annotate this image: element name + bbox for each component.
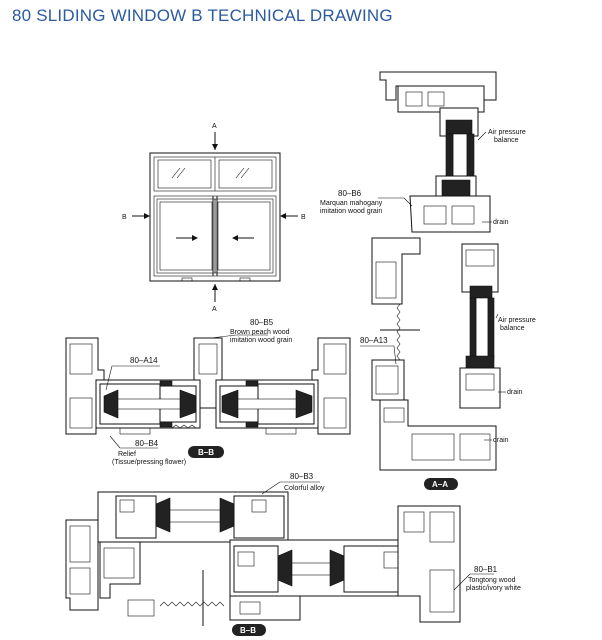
section-aa: Air pressure balance 80–B6 Marquan mahog… — [320, 71, 536, 490]
section-tag-aa: A–A — [432, 480, 448, 489]
label-80-b6-desc-2: imitation wood grain — [320, 208, 382, 215]
section-tag-bb-lower: B–B — [240, 626, 256, 635]
section-bb-lower: 80–B3 Colorful alloy 80–B1 Tongtong wood… — [65, 472, 521, 636]
label-80-b1-code: 80–B1 — [474, 565, 498, 574]
label-80-b6-desc: Marquan mahogany — [320, 200, 383, 207]
label-80-b1-desc-2: plastic/ivory white — [466, 585, 521, 592]
section-marker-b-left: B — [122, 214, 127, 221]
section-tag-bb-upper: B–B — [198, 448, 214, 457]
section-marker-a-bottom: A — [212, 306, 217, 313]
label-80-b5-desc: Brown peach wood — [230, 329, 290, 336]
label-air-pressure-2-b: balance — [500, 325, 525, 332]
label-80-a14-code: 80–A14 — [130, 356, 158, 365]
section-bb-upper: 80–B5 Brown peach wood imitation wood gr… — [65, 318, 351, 466]
label-drain-3: drain — [493, 437, 509, 444]
label-80-b3-code: 80–B3 — [290, 472, 314, 481]
label-80-b5-desc-2: imitation wood grain — [230, 337, 292, 344]
label-80-b6-code: 80–B6 — [338, 189, 362, 198]
label-drain-2: drain — [507, 389, 523, 396]
label-air-pressure-2: Air pressure — [498, 317, 536, 324]
section-marker-b-right: B — [301, 214, 306, 221]
page-title: 80 SLIDING WINDOW B TECHNICAL DRAWING — [12, 6, 393, 25]
label-80-b1-desc: Tongtong wood — [468, 577, 516, 584]
label-80-b4-desc-2: (Tissue/pressing flower) — [112, 459, 186, 466]
label-80-b3-desc: Colorful alloy — [284, 485, 325, 492]
label-drain-1: drain — [493, 219, 509, 226]
label-air-pressure-1-b: balance — [494, 137, 519, 144]
label-80-a13-code: 80–A13 — [360, 336, 388, 345]
label-air-pressure-1: Air pressure — [488, 129, 526, 136]
section-marker-a-top: A — [212, 123, 217, 130]
label-80-b4-desc: Relief — [118, 451, 136, 458]
label-80-b5-code: 80–B5 — [250, 318, 274, 327]
window-elevation: A B B A — [122, 123, 306, 313]
label-80-b4-code: 80–B4 — [135, 439, 159, 448]
